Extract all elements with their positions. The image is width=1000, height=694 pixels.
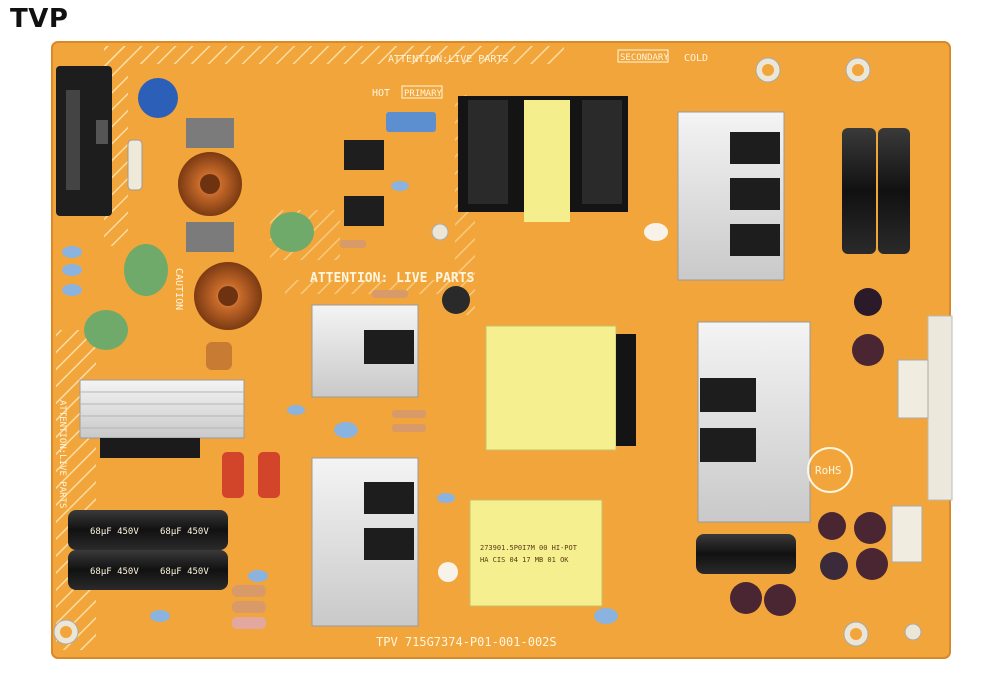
heatsink-icon — [311, 111, 811, 627]
attention-main-label: ATTENTION: LIVE PARTS — [310, 271, 475, 286]
capacitor-label: 68µF 450V — [90, 527, 139, 537]
rohs-label: RoHS — [815, 464, 842, 477]
transformer-label: 273901.5P0I7M 00 HI-POT — [480, 544, 578, 552]
transformer-icon — [458, 96, 628, 222]
caution-label: CAUTION — [173, 268, 184, 310]
inductor-icon — [178, 152, 262, 370]
brand-label: TVP — [10, 4, 69, 34]
mounting-hole-icon — [53, 57, 922, 647]
transformer-icon: 273901.5P0I7M 00 HI-POT HA CIS 04 17 MB … — [469, 325, 636, 607]
fuse-icon — [127, 139, 143, 191]
heatsink-icon — [79, 379, 245, 458]
cold-label: COLD — [684, 53, 708, 64]
primary-label: PRIMARY — [404, 89, 443, 99]
hot-label: HOT — [372, 88, 390, 99]
capacitor-label: 68µF 450V — [90, 567, 139, 577]
secondary-label: SECONDARY — [620, 53, 669, 63]
connector-icon — [56, 66, 112, 216]
left-attention-label: ATTENTION:LIVE PARTS — [57, 400, 67, 508]
capacitor-label: 68µF 450V — [160, 567, 209, 577]
top-attention-label: ATTENTION:LIVE PARTS — [388, 54, 508, 65]
capacitor-icon — [442, 128, 910, 616]
part-number-label: TPV 715G7374-P01-001-002S — [376, 635, 557, 649]
connector-icon — [927, 315, 953, 501]
capacitor-icon: 68µF 450V 68µF 450V 68µF 450V 68µF 450V — [68, 510, 228, 590]
transformer-label: HA CIS 04 17 MB 01 OK — [480, 556, 569, 564]
capacitor-label: 68µF 450V — [160, 527, 209, 537]
